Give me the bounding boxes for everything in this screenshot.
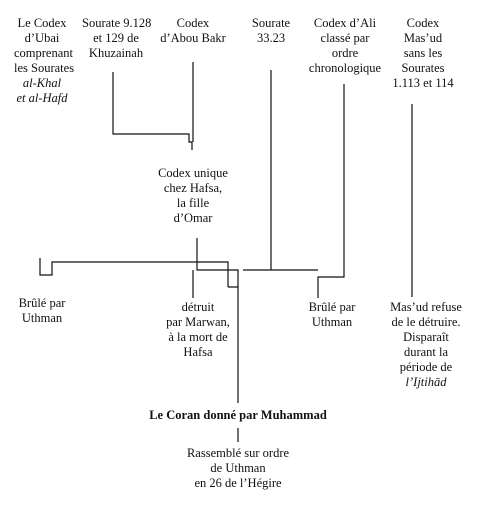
line: Brûlé par — [308, 300, 356, 314]
node-fate-ali: Brûlé par Uthman — [300, 300, 364, 330]
line: et al-Hafd — [16, 91, 68, 105]
line: sans les — [403, 46, 443, 60]
line: al-Khal — [22, 76, 62, 90]
node-rassemble: Rassemblé sur ordre de Uthman en 26 de l… — [170, 446, 306, 491]
line: 1.113 et 114 — [392, 76, 454, 90]
line: durant la — [403, 345, 449, 359]
node-sourate-9: Sourate 9.128 et 129 de Khuzainah — [82, 16, 152, 61]
line: Khuzainah — [88, 46, 144, 60]
line: classé par — [320, 31, 370, 45]
connector-hafsa-down — [196, 238, 239, 287]
line: l’Ijtihād — [405, 375, 447, 389]
node-codex-abou-bakr: Codex d’Abou Bakr — [160, 16, 226, 46]
line: Codex — [176, 16, 210, 30]
line: chez Hafsa, — [163, 181, 223, 195]
line: Disparaît — [403, 330, 449, 344]
line: période de — [399, 360, 453, 374]
line: à la mort de — [168, 330, 228, 344]
line: ordre — [331, 46, 359, 60]
line: Uthman — [21, 311, 63, 325]
node-fate-masud: Mas’ud refuse de le détruire. Disparaît … — [378, 300, 474, 390]
line: détruit — [181, 300, 215, 314]
line: Brûlé par — [18, 296, 66, 310]
line: 33.23 — [256, 31, 286, 45]
line: Le Codex — [17, 16, 67, 30]
node-sourate-33: Sourate 33.23 — [246, 16, 296, 46]
line: Uthman — [311, 315, 353, 329]
line: Codex — [406, 16, 440, 30]
node-fate-hafsa: détruit par Marwan, à la mort de Hafsa — [158, 300, 238, 360]
line: chronologique — [308, 61, 382, 75]
node-codex-hafsa: Codex unique chez Hafsa, la fille d’Omar — [150, 166, 236, 226]
line: Rassemblé sur ordre — [186, 446, 290, 460]
line: Sourate 9.128 — [82, 16, 152, 30]
connector-trunk — [228, 286, 239, 403]
line: en 26 de l’Hégire — [194, 476, 282, 490]
line: de Uthman — [210, 461, 266, 475]
line: Mas’ud refuse — [390, 300, 462, 314]
connector-sourate9 — [112, 72, 193, 150]
line: Hafsa — [183, 345, 213, 359]
line: et 129 de — [93, 31, 139, 45]
line: Sourates — [401, 61, 445, 75]
node-codex-ali: Codex d’Ali classé par ordre chronologiq… — [306, 16, 384, 76]
connector-ali — [317, 84, 345, 298]
connector-ubai — [39, 258, 229, 287]
line: par Marwan, — [166, 315, 230, 329]
line: d’Omar — [173, 211, 213, 225]
line: d’Ubai — [24, 31, 60, 45]
node-coran-title: Le Coran donné par Muhammad — [130, 408, 346, 423]
coran-title-text: Le Coran donné par Muhammad — [149, 408, 327, 422]
node-codex-masud: Codex Mas’ud sans les Sourates 1.113 et … — [392, 16, 454, 91]
line: les Sourates — [14, 61, 75, 75]
line: Sourate — [251, 16, 291, 30]
line: comprenant — [14, 46, 74, 60]
line: de le détruire. — [391, 315, 461, 329]
line: d’Abou Bakr — [160, 31, 226, 45]
line: Codex d’Ali — [313, 16, 377, 30]
node-codex-ubai: Le Codex d’Ubai comprenant les Sourates … — [14, 16, 75, 106]
line: Mas’ud — [403, 31, 443, 45]
line: la fille — [176, 196, 210, 210]
line: Codex unique — [158, 166, 228, 180]
node-fate-ubai: Brûlé par Uthman — [14, 296, 70, 326]
